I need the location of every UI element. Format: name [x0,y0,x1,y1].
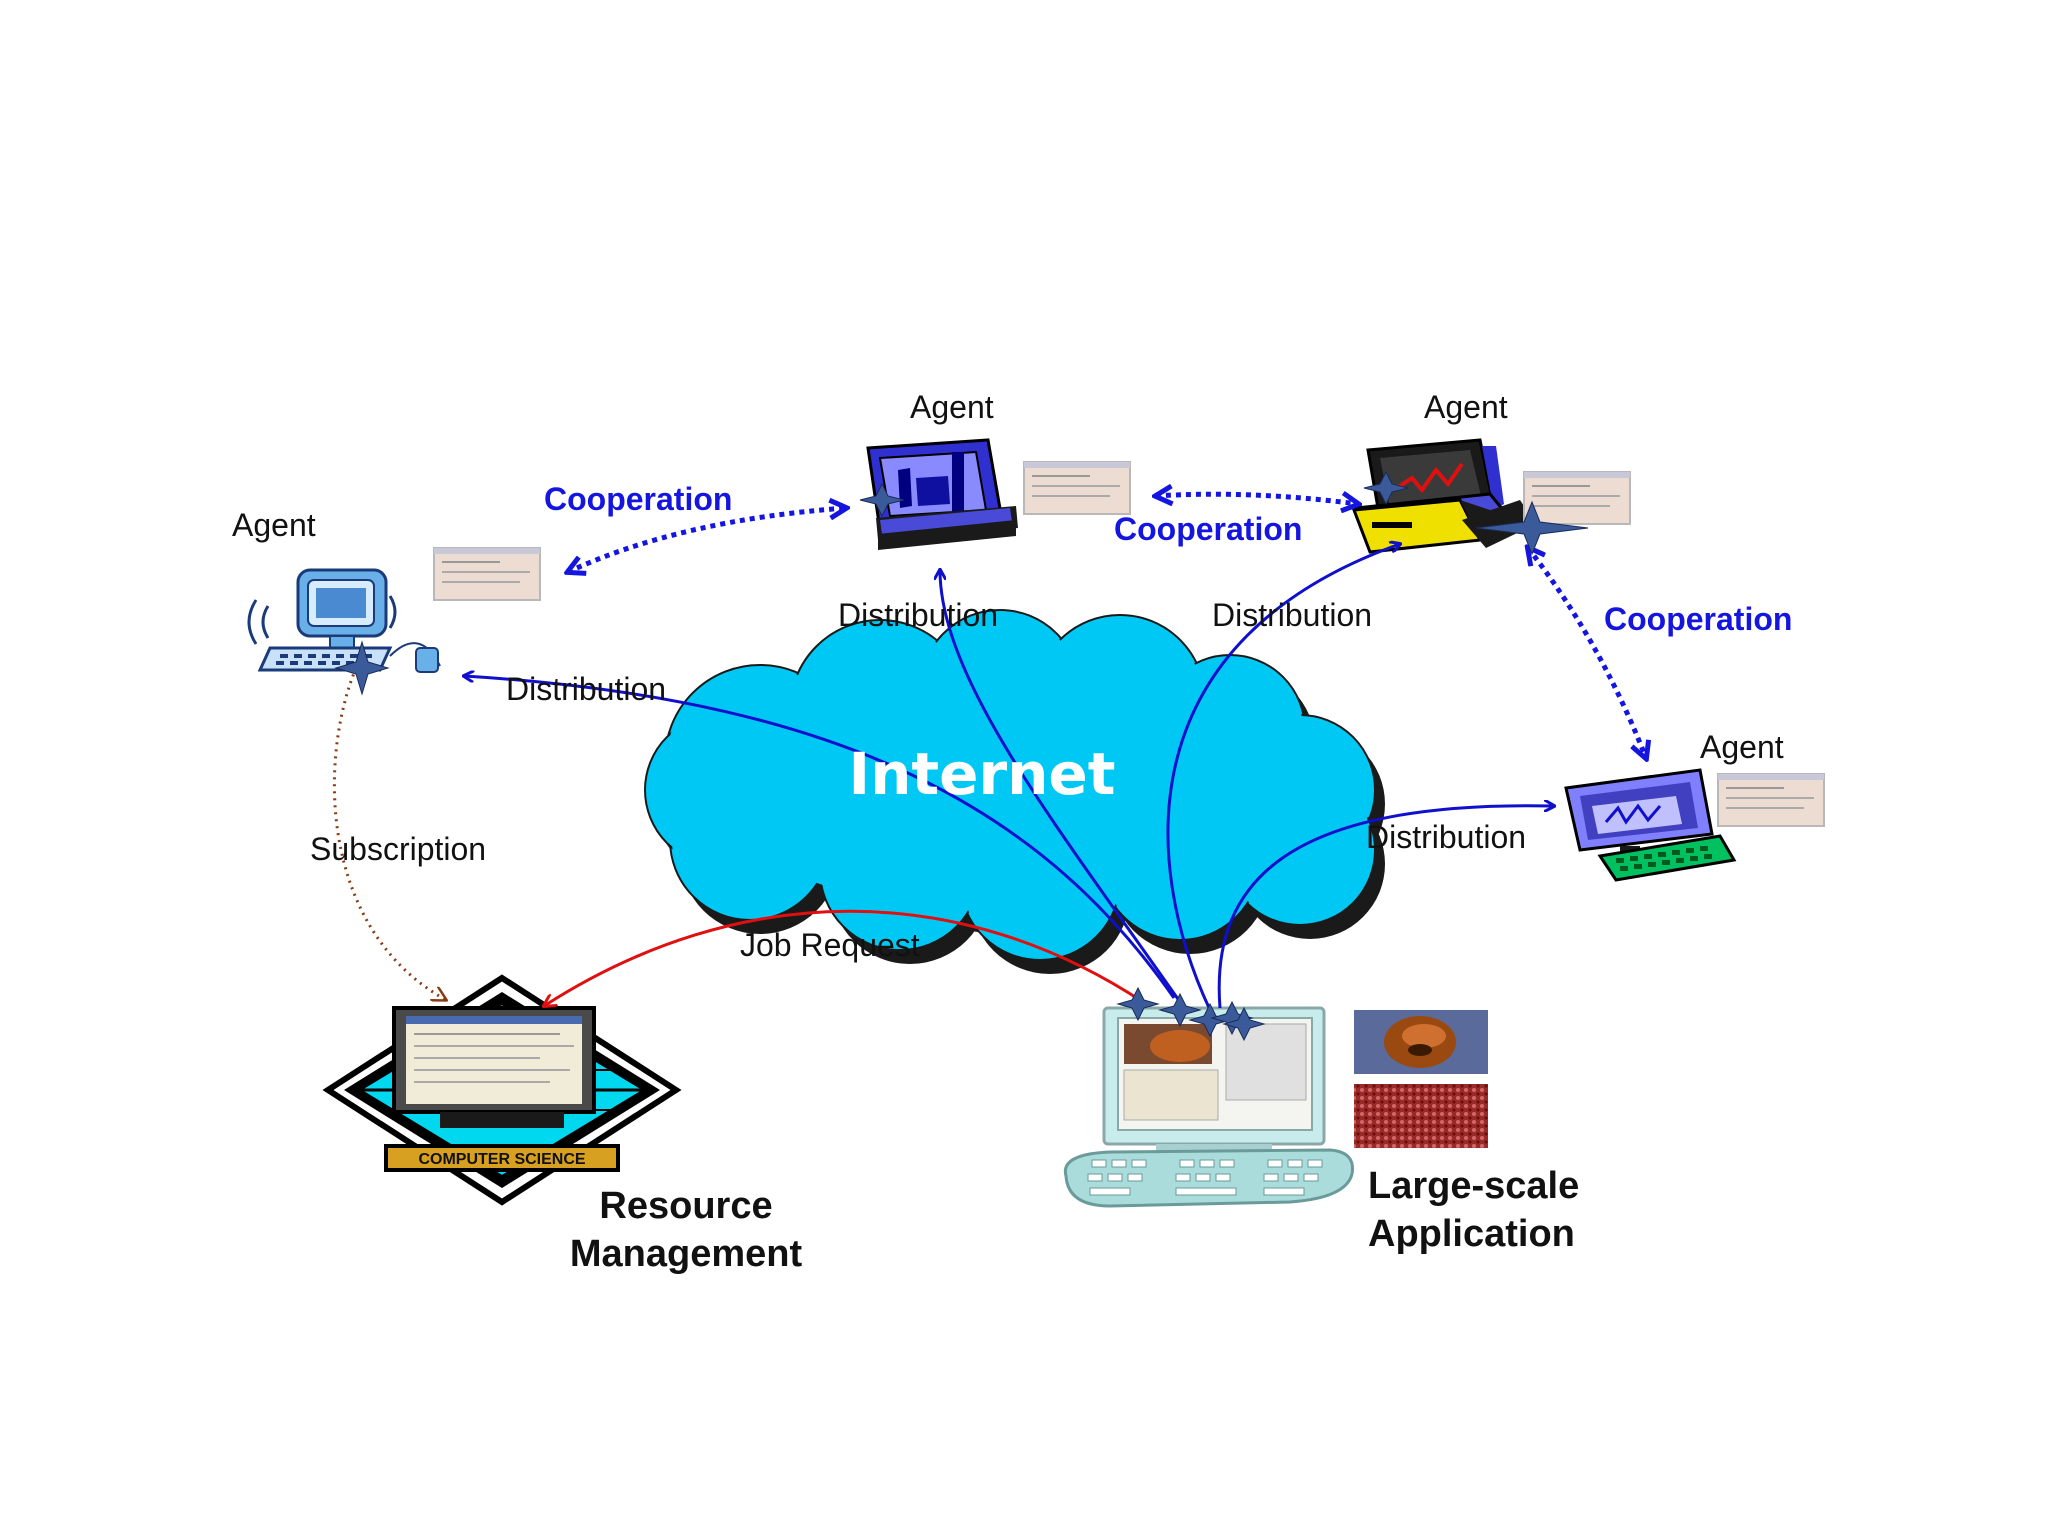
job-request-arrow [544,909,1147,1006]
distribution-arrow-right [1217,806,1554,1009]
agent-label-top-middle: Agent [910,389,994,425]
cooperation-label-left: Cooperation [544,481,732,517]
resource-management-computer: COMPUTER SCIENCE [322,974,682,1206]
distribution-arrows [464,544,1554,1011]
distribution-arrow-top-right [1166,544,1400,1011]
cooperation-arrow-left-to-top [568,508,846,572]
job-request-label: Job Request [740,927,920,963]
agent-label-left: Agent [232,507,316,543]
agent-computer-right [1564,768,1737,882]
large-scale-application-label-line1: Large-scale [1368,1165,1579,1207]
internet-label: Internet [849,740,1116,808]
subscription-arrow [332,667,446,1000]
cooperation-arrow-top-to-top-right [1156,494,1358,504]
connection-stars [334,470,1589,1042]
subscription-label: Subscription [310,831,486,867]
agent-computer-top-middle [866,438,1018,550]
cooperation-arrow-top-right-to-right [1528,548,1646,758]
star-icon [1363,470,1409,506]
planet-image [1354,1010,1488,1074]
agent-label-top-right: Agent [1424,389,1508,425]
distribution-label-top-middle: Distribution [838,597,998,633]
resource-management-label-line2: Management [570,1233,803,1275]
cooperation-arrows [568,494,1646,758]
large-scale-application-computer [1063,1006,1355,1208]
distribution-arrow-left [464,676,1176,999]
star-icon [1475,500,1589,556]
agent-computer-top-right [1351,438,1536,554]
star-icon [334,640,390,696]
distribution-label-top-right: Distribution [1212,597,1372,633]
resource-management-label-line1: Resource [599,1185,772,1227]
star-icon [1116,986,1160,1022]
star-icon [859,482,905,518]
cooperation-label-middle: Cooperation [1114,511,1302,547]
molecule-texture-image [1354,1084,1488,1148]
internet-cloud [644,609,1385,974]
distribution-label-right: Distribution [1366,819,1526,855]
distribution-arrow-top-middle [940,570,1182,1003]
large-scale-application-label-line2: Application [1368,1213,1575,1255]
cooperation-label-right: Cooperation [1604,601,1792,637]
computer-science-badge: COMPUTER SCIENCE [418,1151,585,1168]
agent-computer-left [247,568,441,673]
application-images [1354,1010,1488,1148]
agent-label-right: Agent [1700,729,1784,765]
distribution-label-left: Distribution [506,671,666,707]
star-icon [1158,992,1202,1028]
star-icon [1222,1006,1266,1042]
agent-screen-thumbnails [433,461,1825,827]
